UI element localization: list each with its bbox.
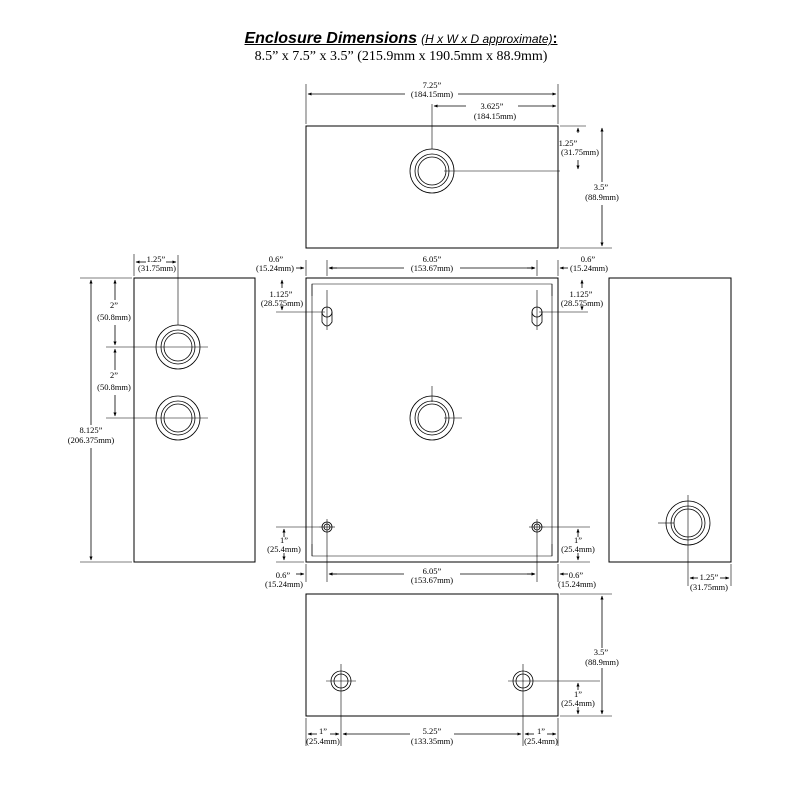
front-top-span-in: 6.05” [423,254,442,264]
mount-hole-left [319,519,335,535]
top-depth-mm: (88.9mm) [585,192,619,202]
front-bot-span-mm: (153.67mm) [411,575,453,585]
left-height-mm: (206.375mm) [68,435,115,445]
bottom-view-hole-left [326,664,356,746]
bottom-span-in: 5.25” [423,726,442,736]
front-br-v-mm: (25.4mm) [561,544,595,554]
left-hole-off-mm: (31.75mm) [138,263,176,273]
front-kl-in: 1.125” [270,289,293,299]
bottom-right-mm: (25.4mm) [524,736,558,746]
top-hole-off-in: 1.25” [559,138,578,148]
bottom-span-mm: (133.35mm) [411,736,453,746]
front-view-knockout [409,386,462,441]
top-hole-off-mm: (31.75mm) [561,147,599,157]
front-br-v-in: 1” [574,535,582,545]
right-view-outline [608,277,732,563]
front-kr-in: 1.125” [570,289,593,299]
front-br-in: 0.6” [569,570,584,580]
bottom-left-mm: (25.4mm) [306,736,340,746]
left-sp2-in: 2” [110,370,118,380]
front-tl-mm: (15.24mm) [256,263,294,273]
left-sp1-in: 2” [110,300,118,310]
title-colon: : [552,30,558,47]
title-qualifier: (H x W x D approximate) [421,32,553,46]
title-block: Enclosure Dimensions (H x W x D approxim… [0,30,802,65]
front-bl-v-mm: (25.4mm) [267,544,301,554]
right-hole-off-in: 1.25” [700,572,719,582]
front-bl-mm: (15.24mm) [265,579,303,589]
left-sp2-mm: (50.8mm) [97,382,131,392]
bottom-view: 3.5” (88.9mm) 1” (25.4mm) 1” (25.4mm) 5.… [305,593,619,746]
front-top-span-mm: (153.67mm) [411,263,453,273]
front-tr-mm: (15.24mm) [570,263,608,273]
top-view-knockout [409,104,560,194]
front-view-outline [305,277,559,563]
bottom-hole-h-in: 1” [574,689,582,699]
front-view: 0.6” (15.24mm) 6.05” (153.67mm) 0.6” (15… [256,254,608,589]
front-tr-in: 0.6” [581,254,596,264]
title-main: Enclosure Dimensions [244,30,417,47]
bottom-depth-mm: (88.9mm) [585,657,619,667]
front-br-mm: (15.24mm) [558,579,596,589]
front-bot-span-in: 6.05” [423,566,442,576]
mount-hole-right [529,519,545,535]
top-width-in: 7.25” [423,80,442,90]
front-kr-mm: (28.575mm) [561,298,603,308]
top-view: 7.25” (184.15mm) 3.625” (184.15mm) 1.25”… [305,80,619,249]
right-view-knockout [658,495,711,586]
front-bl-in: 0.6” [276,570,291,580]
front-tl-in: 0.6” [269,254,284,264]
left-sp1-mm: (50.8mm) [97,312,131,322]
top-depth-in: 3.5” [594,182,609,192]
top-center-mm: (184.15mm) [474,111,516,121]
title-line: Enclosure Dimensions (H x W x D approxim… [0,30,802,48]
right-hole-off-mm: (31.75mm) [690,582,728,592]
bottom-view-hole-right [508,664,600,746]
front-kl-mm: (28.575mm) [261,298,303,308]
bottom-left-in: 1” [319,726,327,736]
bottom-view-outline [305,593,559,717]
bottom-right-in: 1” [537,726,545,736]
left-view: 1.25” (31.75mm) 2” (50.8mm) 2” (50.8mm) … [68,254,256,563]
front-bl-v-in: 1” [280,535,288,545]
right-view: 1.25” (31.75mm) [608,277,732,592]
bottom-depth-in: 3.5” [594,647,609,657]
top-center-in: 3.625” [481,101,504,111]
left-height-in: 8.125” [80,425,103,435]
subtitle: 8.5” x 7.5” x 3.5” (215.9mm x 190.5mm x … [254,49,548,64]
left-hole-off-in: 1.25” [147,254,166,264]
top-width-mm: (184.15mm) [411,89,453,99]
bottom-hole-h-mm: (25.4mm) [561,698,595,708]
